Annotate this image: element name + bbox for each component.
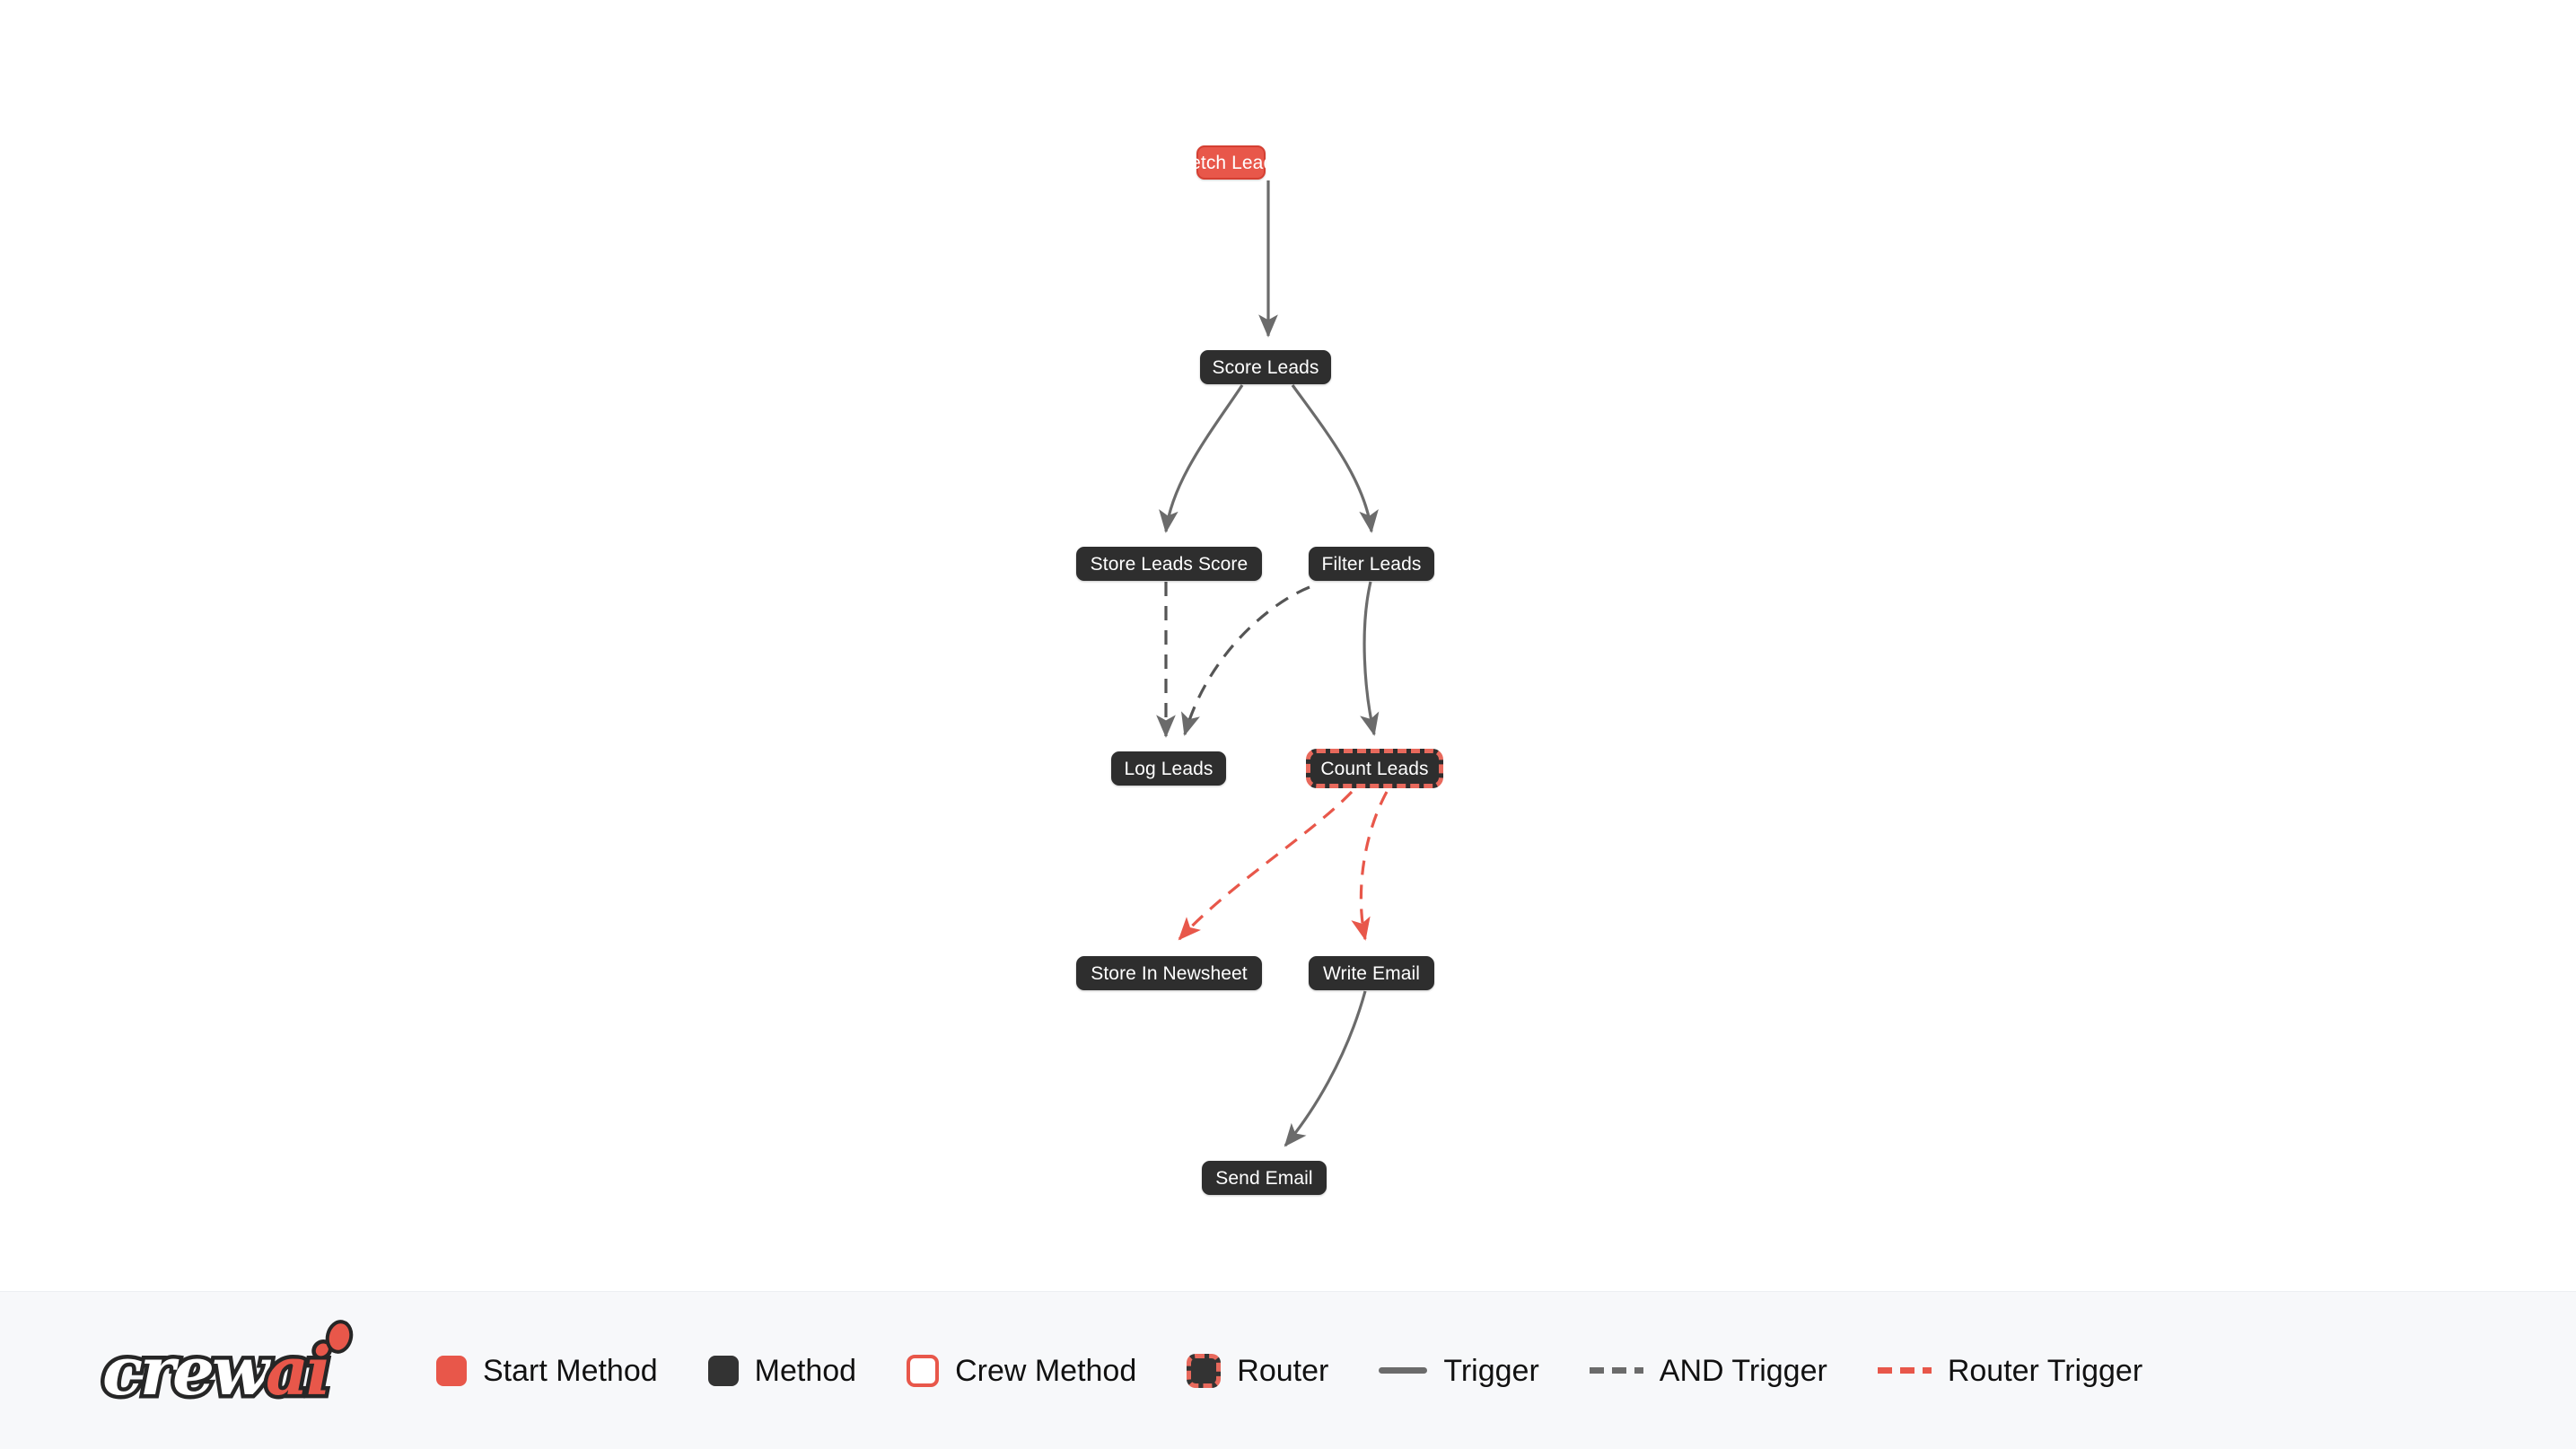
flow-node-label: Store In Newsheet	[1091, 962, 1248, 984]
diagram-legend: crew ai Start Method Method Crew Method …	[0, 1291, 2576, 1449]
flow-node-store-in-newsheet[interactable]: Store In Newsheet	[1076, 956, 1262, 990]
legend-item-router-trigger: Router Trigger	[1877, 1353, 2143, 1388]
flow-node-fetch-leads[interactable]: Fetch Leads	[1178, 145, 1284, 180]
flow-node-label: Log Leads	[1124, 758, 1214, 779]
legend-label: Router Trigger	[1947, 1353, 2143, 1388]
router-swatch-icon	[1187, 1353, 1222, 1388]
legend-label: Start Method	[483, 1353, 658, 1388]
crewai-logo: crew ai	[99, 1317, 395, 1425]
flow-canvas[interactable]: Fetch Leads Score Leads Store Leads Scor…	[0, 0, 2576, 1291]
flow-node-label: Score Leads	[1212, 356, 1319, 378]
legend-item-trigger: Trigger	[1379, 1353, 1539, 1388]
legend-label: Crew Method	[955, 1353, 1137, 1388]
legend-label: AND Trigger	[1659, 1353, 1827, 1388]
edge-filter-leads-to-count-leads	[1360, 581, 1380, 736]
legend-label: Router	[1237, 1353, 1329, 1388]
start-method-swatch-icon	[436, 1355, 467, 1386]
legend-label: Trigger	[1443, 1353, 1539, 1388]
flow-node-label: Filter Leads	[1321, 553, 1422, 575]
flow-node-label: Write Email	[1322, 962, 1421, 984]
legend-label: Method	[754, 1353, 857, 1388]
flow-node-log-leads[interactable]: Log Leads	[1111, 751, 1226, 786]
flow-node-label: Store Leads Score	[1090, 553, 1249, 575]
edge-score-leads-to-store-leads-score	[1159, 384, 1244, 533]
and-trigger-line-icon	[1589, 1367, 1643, 1374]
edge-count-leads-to-store-in-newsheet	[1178, 790, 1354, 941]
svg-text:crew: crew	[102, 1333, 271, 1410]
legend-item-and-trigger: AND Trigger	[1589, 1353, 1827, 1388]
legend-item-crew-method: Crew Method	[907, 1353, 1137, 1388]
trigger-line-icon	[1379, 1367, 1428, 1374]
svg-text:ai: ai	[266, 1333, 329, 1410]
edge-filter-leads-to-log-leads	[1181, 585, 1310, 736]
flow-edges-layer	[1156, 180, 1389, 1147]
flow-node-score-leads[interactable]: Score Leads	[1200, 350, 1331, 384]
flow-node-label: Count Leads	[1320, 758, 1429, 779]
edge-count-leads-to-write-email	[1351, 791, 1389, 941]
flow-node-count-leads[interactable]: Count Leads	[1306, 749, 1443, 788]
flow-node-send-email[interactable]: Send Email	[1202, 1161, 1327, 1195]
flow-node-label: Send Email	[1215, 1167, 1313, 1189]
edge-write-email-to-send-email	[1284, 990, 1367, 1147]
method-swatch-icon	[707, 1355, 739, 1386]
edge-score-leads-to-filter-leads	[1291, 384, 1379, 533]
flow-node-filter-leads[interactable]: Filter Leads	[1309, 547, 1434, 581]
legend-item-start-method: Start Method	[436, 1353, 658, 1388]
flow-node-store-leads-score[interactable]: Store Leads Score	[1076, 547, 1262, 581]
crew-method-swatch-icon	[907, 1354, 940, 1387]
flow-node-write-email[interactable]: Write Email	[1309, 956, 1434, 990]
router-trigger-line-icon	[1877, 1367, 1932, 1374]
legend-item-method: Method	[707, 1353, 857, 1388]
crewai-wordmark-glyphs: crew ai	[99, 1319, 354, 1414]
legend-item-router: Router	[1187, 1353, 1329, 1388]
